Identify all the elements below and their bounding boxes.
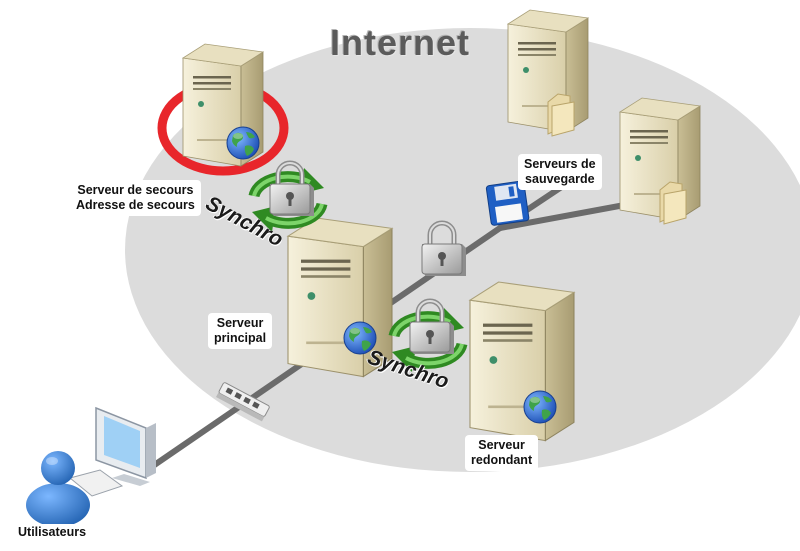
globe-icon [226, 126, 260, 160]
label-line: Serveur [478, 438, 525, 452]
label-line: Serveur de secours [77, 183, 194, 197]
folder-icon [547, 93, 575, 137]
network-switch-icon [216, 382, 270, 422]
label-line: Adresse de secours [76, 198, 195, 212]
redundant-server-label: Serveur redondant [465, 435, 539, 471]
label-line: sauvegarde [525, 172, 595, 186]
label-line: principal [214, 331, 267, 345]
label-line: redondant [471, 453, 533, 467]
main-server-label: Serveur principal [208, 313, 273, 349]
redundant-server-icon [469, 281, 575, 442]
folder-icon [659, 181, 687, 225]
diagram-title: Internet [330, 22, 471, 63]
globe-icon [523, 390, 557, 424]
keyboard-icon [68, 469, 124, 497]
floppy-disk-icon [485, 180, 530, 226]
backup-server-label: Serveur de secours Adresse de secours [70, 180, 201, 216]
label-line: Serveur [216, 316, 264, 330]
users-label: Utilisateurs [12, 524, 93, 541]
user-icon [26, 451, 90, 527]
backup-storage-label: Serveurs de sauvegarde [518, 154, 602, 190]
monitor-icon [95, 406, 156, 486]
label-line: Serveurs de [524, 157, 596, 171]
